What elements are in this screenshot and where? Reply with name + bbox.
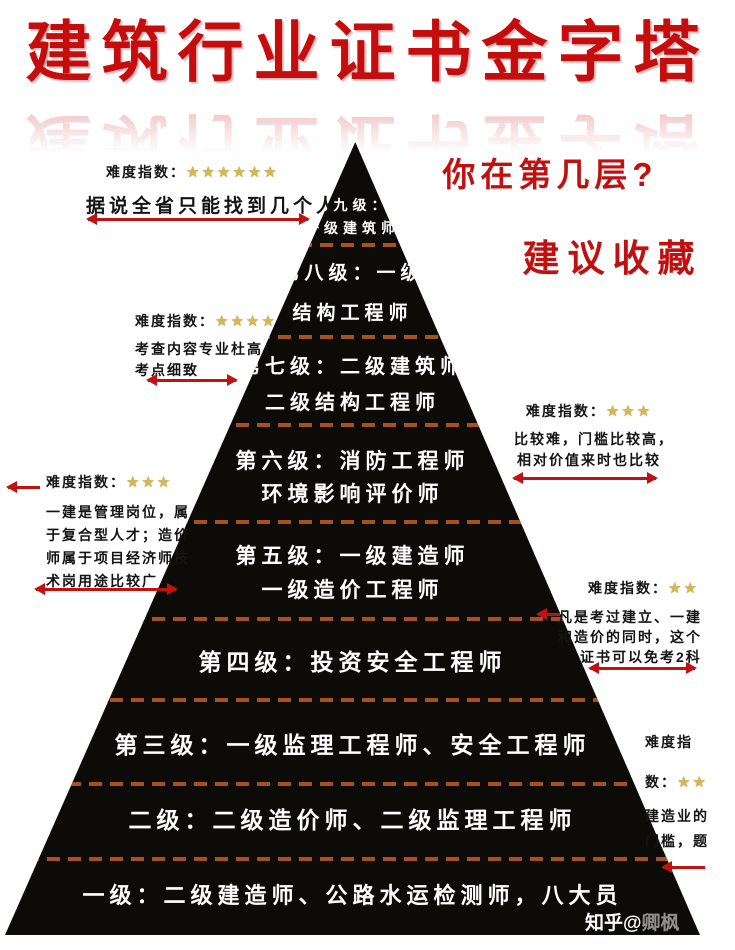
level-7-line2: 二级结构工程师	[265, 392, 440, 414]
difficulty-label: 数：	[645, 774, 677, 790]
level-9-line2: 一级建筑师	[305, 220, 400, 236]
difficulty-label: 难度指数：	[135, 313, 215, 329]
double-arrow-icon	[34, 583, 178, 595]
annotation-text-line: 考点细致	[135, 362, 199, 378]
difficulty-label: 难度指数：	[46, 474, 126, 490]
left-arrow-icon	[661, 861, 705, 873]
annotation-left-low: 难度指数：★★★ 一建是管理岗位，属 于复合型人才；造价 师属于项目经济师技 术…	[46, 472, 196, 593]
level-divider	[5, 243, 700, 247]
level-divider	[5, 423, 700, 427]
pyramid-level-5: 第五级：一级建造师 一级造价工程师	[5, 540, 700, 608]
difficulty-label: 难度指数：	[525, 403, 606, 419]
difficulty-stars: ★★★★	[215, 313, 277, 330]
double-arrow-icon	[588, 662, 697, 674]
level-5-line2: 一级造价工程师	[261, 579, 444, 602]
level-9-line1: 第九级：	[314, 197, 391, 213]
annotation-text: 据说全省只能找到几个人	[86, 196, 340, 217]
cta-subtitle: 建议收藏	[522, 238, 703, 279]
annotation-left-top: 难度指数：★★★★★★ 据说全省只能找到几个人	[86, 162, 340, 218]
left-arrow-icon	[6, 481, 40, 493]
watermark: 知乎@卿枫	[585, 908, 680, 935]
question-subtitle: 你在第几层?	[442, 156, 658, 193]
difficulty-stars: ★★★	[605, 403, 653, 420]
annotation-text-line: 术岗用途比较广	[46, 573, 158, 589]
annotation-text-line: 比较难，门槛比较高，	[514, 431, 674, 447]
level-divider	[5, 335, 700, 339]
level-divider	[5, 617, 700, 621]
annotation-text-line: 于复合型人才；造价	[46, 527, 190, 543]
level-divider	[5, 520, 700, 524]
annotation-text-line: 师属于项目经济师技	[46, 550, 190, 566]
level-8-line1: 第八级：一级	[280, 263, 425, 284]
annotation-right-top: 难度指数：★★★ 比较难，门槛比较高， 相对价值来时也比较	[514, 401, 674, 471]
level-3-line1: 第三级：一级监理工程师、安全工程师	[114, 732, 591, 758]
annotation-text-line: 建造业的	[645, 808, 709, 824]
difficulty-stars: ★★	[668, 580, 699, 597]
annotation-text-line: 证书可以免考2科	[580, 649, 702, 665]
level-divider	[5, 782, 700, 786]
difficulty-stars: ★★★★★★	[186, 164, 279, 181]
level-4-line1: 第四级：投资安全工程师	[198, 649, 507, 675]
level-1-line1: 一级：二级建造师、公路水运检测师，八大员	[82, 883, 623, 908]
difficulty-label: 难度指数：	[106, 164, 186, 180]
difficulty-label: 难度指数：	[588, 580, 668, 596]
pyramid-level-1: 一级：二级建造师、公路水运检测师，八大员	[5, 882, 700, 909]
difficulty-stars: ★★	[677, 774, 708, 791]
difficulty-label: 难度指	[645, 734, 693, 750]
annotation-text-line: 相对价值来时也比较	[517, 452, 661, 468]
pyramid-level-7: 第七级：二级建筑师 二级结构工程师	[5, 349, 700, 421]
watermark-site: 知乎@	[585, 913, 642, 934]
page-title: 建筑行业证书金字塔	[25, 15, 710, 89]
annotation-text-line: 和造价的同时，这个	[558, 629, 702, 645]
pyramid-level-4: 第四级：投资安全工程师	[5, 648, 700, 676]
double-arrow-icon	[86, 213, 310, 225]
left-arrow-icon	[536, 608, 560, 620]
level-8-line2: 结构工程师	[292, 303, 413, 324]
level-divider	[5, 698, 700, 702]
annotation-left-mid: 难度指数：★★★★ 考查内容专业杜高， 考点细致	[135, 311, 285, 381]
level-divider	[5, 857, 700, 861]
level-2-line1: 二级：二级造价师、二级监理工程师	[128, 807, 577, 833]
pyramid-level-9: 第九级： 一级建筑师	[5, 194, 700, 240]
level-5-line1: 第五级：一级建造师	[235, 545, 470, 568]
difficulty-stars: ★★★	[126, 474, 173, 491]
annotation-right-low: 难度指 数：★★ 建造业的 门槛，题	[645, 732, 707, 852]
pyramid-level-3: 第三级：一级监理工程师、安全工程师	[5, 731, 700, 759]
annotation-text-line: 凡是考过建立、一建	[558, 609, 702, 625]
annotation-text-line: 考查内容专业杜高，	[135, 341, 279, 357]
double-arrow-icon	[146, 374, 238, 386]
annotation-right-mid: 难度指数：★★ 凡是考过建立、一建 和造价的同时，这个 证书可以免考2科	[558, 578, 702, 667]
pyramid-level-6: 第六级：消防工程师 环境影响评价师	[5, 445, 700, 511]
watermark-handle: 卿枫	[641, 913, 680, 934]
level-6-line2: 环境影响评价师	[261, 483, 444, 506]
annotation-text-line: 一建是管理岗位，属	[46, 504, 190, 520]
pyramid-level-2: 二级：二级造价师、二级监理工程师	[5, 806, 700, 834]
level-7-line1: 第七级：二级建筑师	[240, 356, 465, 378]
annotation-text-line: 门槛，题	[645, 833, 709, 849]
double-arrow-icon	[512, 472, 658, 484]
level-6-line1: 第六级：消防工程师	[235, 450, 470, 473]
pyramid-level-8: 第八级：一级 结构工程师	[5, 254, 700, 334]
